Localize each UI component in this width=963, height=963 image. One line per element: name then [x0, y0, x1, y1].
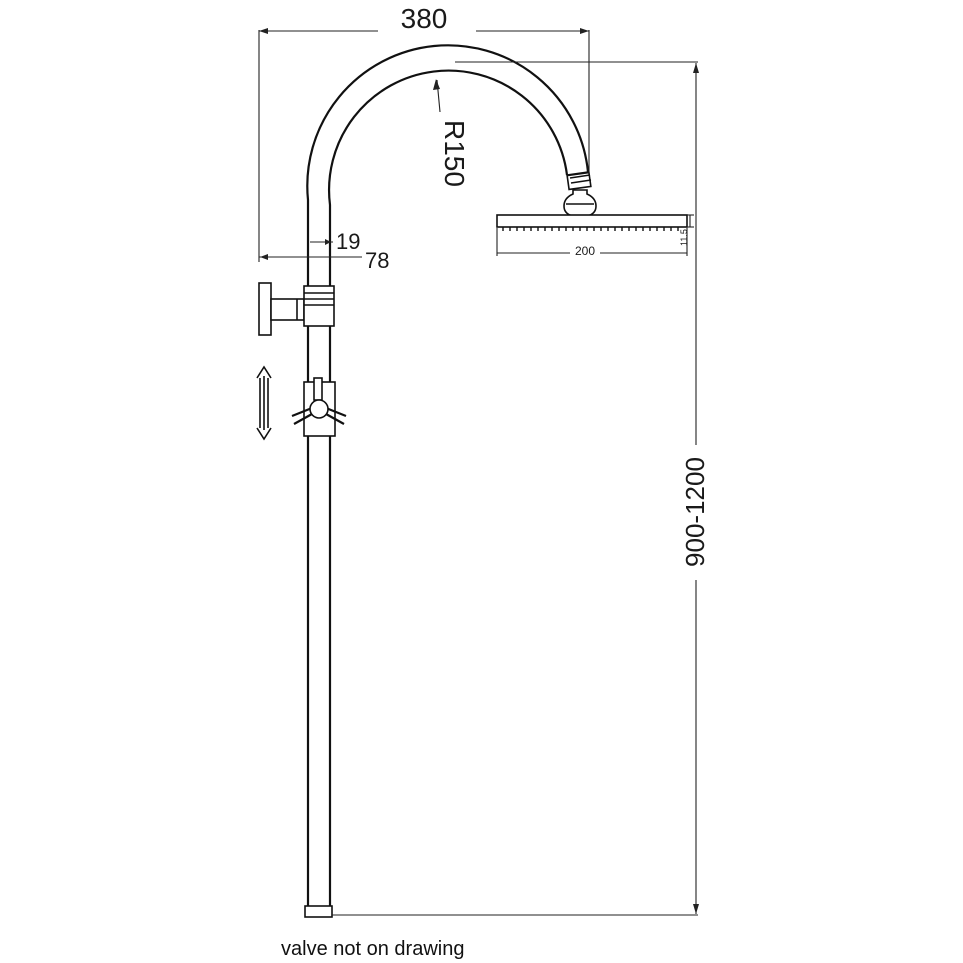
- height-dimension-label: 900-1200: [680, 457, 710, 567]
- nozzle-row: [502, 227, 679, 231]
- width-dimension: 380: [258, 3, 590, 262]
- height-dimension: 900-1200: [332, 61, 710, 916]
- wall-offset-label: 78: [365, 248, 389, 273]
- head-width-label: 200: [575, 244, 595, 258]
- drawing-note: valve not on drawing: [281, 938, 465, 960]
- head-height-label: 11.5: [679, 229, 689, 246]
- double-arrow-vertical-icon: [256, 365, 272, 441]
- pipe-dimensions: 19 78: [259, 229, 389, 273]
- width-dimension-label: 380: [401, 3, 448, 34]
- wall-bracket: [258, 282, 335, 336]
- slider-handle: [291, 377, 347, 437]
- radius-dimension: R150: [433, 79, 470, 187]
- head-width-dimension: 200: [496, 228, 688, 258]
- shower-head: 11.5: [496, 214, 694, 246]
- swivel-joint: [563, 171, 597, 217]
- radius-dimension-label: R150: [439, 120, 470, 187]
- pipe-diameter-label: 19: [336, 229, 360, 254]
